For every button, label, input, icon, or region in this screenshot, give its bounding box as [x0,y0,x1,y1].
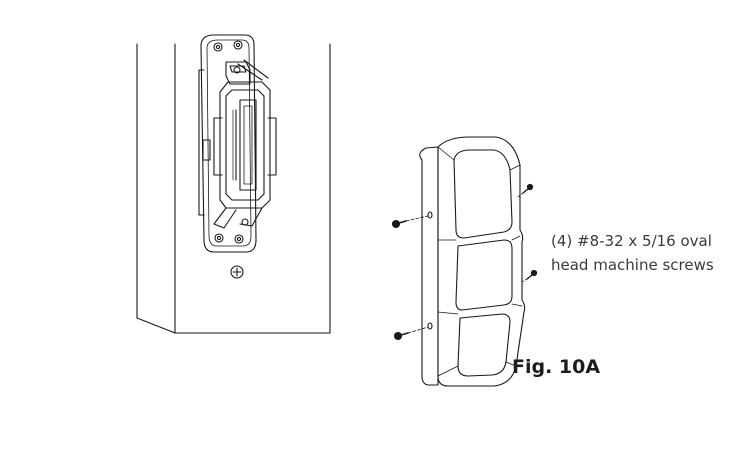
cover-housing [419,136,526,387]
latch-mechanism [202,59,277,229]
screw-callout: (4) #8-32 x 5/16 oval head machine screw… [551,229,736,277]
screw-hole-icon [213,42,223,52]
bottom-screw-icon [230,265,244,279]
figure-label: Fig. 10A [512,356,601,378]
screw-icon [521,269,538,283]
door-frame [136,43,331,334]
callout-line-1: (4) #8-32 x 5/16 oval [551,232,712,250]
cover-screws [391,183,538,341]
mounting-plate [198,34,257,253]
screw-icon [391,215,429,229]
screw-icon [393,326,429,341]
screw-icon [517,183,534,198]
callout-line-2: head machine screws [551,256,714,274]
